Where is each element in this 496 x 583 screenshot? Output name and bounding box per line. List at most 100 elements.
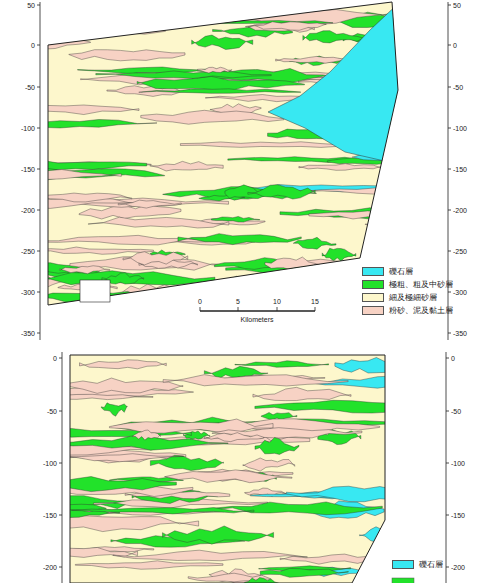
legend-swatch: [362, 267, 384, 276]
stratum-lens: [211, 216, 259, 222]
axis-tick-label: -100: [453, 125, 467, 132]
stratum-lens: [315, 268, 348, 279]
stratum-lens: [255, 437, 299, 454]
axis-tick-label: -150: [451, 512, 465, 519]
axis-tick-label: -200: [43, 564, 57, 571]
stratum-lens: [200, 290, 230, 300]
legend-item: 礫石層: [392, 560, 443, 569]
axis-tick-label: -350: [21, 330, 35, 337]
scale-label: 0: [198, 298, 202, 305]
stratum-lens: [192, 35, 253, 49]
stratum-lens: [30, 271, 215, 285]
section-outline: [48, 2, 398, 305]
axis-tick-label: -150: [43, 512, 57, 519]
stratum-lens: [38, 247, 154, 254]
stratum-lens: [60, 266, 110, 274]
legend-text: 極粗、粗及中砂層: [389, 281, 453, 289]
legend-item: 粉砂、泥及黏土層: [362, 306, 453, 315]
stratum-lens: [253, 387, 351, 400]
stratum-lens: [360, 526, 409, 543]
axis-tick-label: -250: [453, 248, 467, 255]
stratum-lens: [335, 357, 410, 373]
section-outline: [70, 355, 385, 583]
stratum-lens: [204, 433, 263, 442]
axis-tick-label: 0: [31, 42, 35, 49]
stratum-lens: [260, 568, 348, 577]
legend-text: 細及極細砂層: [389, 294, 437, 302]
stratum-lens: [214, 502, 383, 515]
stratum-lens: [197, 67, 231, 73]
stratum-lens: [96, 71, 271, 79]
axis-ticks: [37, 5, 451, 567]
stratum-lens: [365, 219, 446, 229]
stratum-lens: [178, 234, 301, 245]
axis-tick-label: -200: [451, 564, 465, 571]
stratum-lens: [80, 360, 167, 369]
stratum-lens: [28, 193, 132, 202]
stratum-lens: [162, 526, 273, 544]
stratum-lens: [49, 15, 134, 22]
stratum-lens: [303, 31, 364, 43]
stratum-lens: [150, 161, 223, 171]
stratum-lens: [165, 470, 292, 483]
stratum-lens: [305, 188, 462, 194]
axis-tick-label: -50: [25, 84, 35, 91]
legend-swatch: [362, 306, 384, 315]
stratum-lens: [123, 252, 188, 265]
stratum-lens: [276, 56, 350, 63]
stratum-lens: [245, 578, 279, 583]
strata: [0, 0, 477, 309]
axis-tick-label: -300: [21, 289, 35, 296]
stratum-lens: [69, 454, 184, 462]
stratum-lens: [23, 477, 176, 492]
section-ground: [48, 2, 398, 305]
stratum-lens: [163, 375, 348, 386]
stratum-lens: [132, 430, 160, 440]
legend-text: 礫石層: [389, 268, 413, 276]
stratum-lens: [109, 419, 273, 433]
legend-swatch: [362, 293, 384, 302]
legend-swatch-cut: [392, 578, 414, 583]
stratum-lens: [69, 50, 185, 61]
legend-swatch: [362, 280, 384, 289]
stratum-lens: [293, 237, 336, 249]
axis-tick-label: -100: [43, 460, 57, 467]
legend-text: 粉砂、泥及黏土層: [389, 307, 453, 315]
stratum-lens: [280, 554, 396, 564]
scale-label: 10: [273, 298, 281, 305]
axis-tick-label: -150: [453, 166, 467, 173]
axis-tick-label: -100: [451, 460, 465, 467]
stratum-lens: [71, 508, 254, 514]
scale-label: 15: [311, 298, 319, 305]
gravel-wedge: [268, 0, 402, 165]
stratum-lens: [255, 400, 431, 413]
stratum-lens: [188, 17, 249, 23]
axis-tick-label: 0: [453, 42, 457, 49]
stratum-lens: [118, 200, 181, 208]
stratum-lens: [139, 89, 301, 94]
axis-tick-label: -50: [451, 408, 461, 415]
scale-label: 5: [236, 298, 240, 305]
axis-tick-label: 0: [53, 355, 57, 362]
stratum-lens: [88, 217, 229, 228]
scale-unit: Kilometers: [240, 316, 273, 323]
stratum-lens: [16, 394, 153, 399]
stratum-lens: [54, 436, 228, 450]
stratum-lens: [219, 275, 271, 291]
stratum-lens: [39, 235, 218, 245]
legend-item: 細及極細砂層: [362, 293, 437, 302]
axis-tick-label: -100: [21, 125, 35, 132]
axis-tick-label: -200: [453, 207, 467, 214]
legend-swatch: [392, 560, 414, 569]
stratum-lens: [137, 76, 304, 90]
axis-tick-label: 50: [27, 2, 35, 9]
stratum-lens: [235, 361, 329, 367]
axis-tick-label: 0: [451, 355, 455, 362]
stratum-lens: [248, 185, 315, 199]
axis-tick-label: -350: [453, 330, 467, 337]
stratum-lens: [75, 561, 223, 569]
axis-tick-label: 50: [453, 2, 461, 9]
stratum-lens: [299, 164, 383, 171]
